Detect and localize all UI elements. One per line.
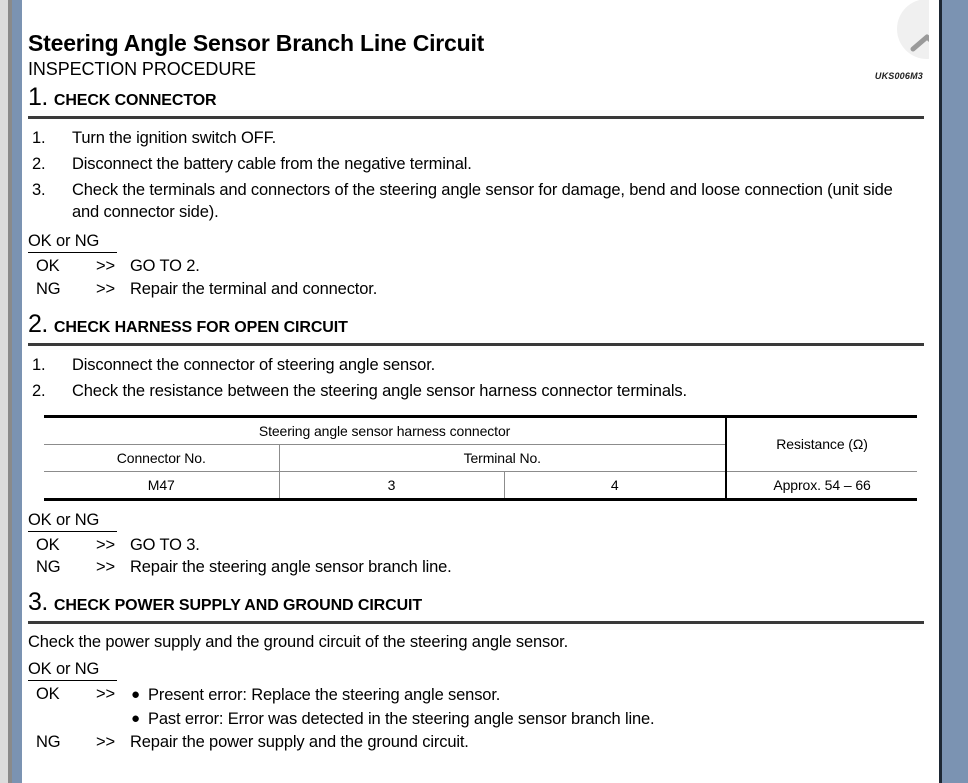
spec-terminal-header: Terminal No. <box>278 443 727 472</box>
step-heading-1: 1. CHECK CONNECTOR <box>28 82 923 111</box>
step-2-instruction-list: 1. Disconnect the connector of steering … <box>26 354 923 403</box>
judgement-bullet-list: ● Present error: Replace the steering an… <box>130 684 655 732</box>
table-row: Connector No. Terminal No. <box>44 443 917 472</box>
step-1-instruction-list: 1. Turn the ignition switch OFF. 2. Disc… <box>26 127 923 224</box>
step-title-2: CHECK HARNESS FOR OPEN CIRCUIT <box>53 318 348 336</box>
spec-connector-value: M47 <box>44 470 279 501</box>
table-row: OK >> GO TO 2. <box>36 256 377 279</box>
spec-terminal-b-value: 4 <box>503 470 727 501</box>
step-number-3: 3. <box>28 588 48 617</box>
judgement-arrow: >> <box>96 535 115 554</box>
judgement-label: OK <box>36 685 60 704</box>
step-title-3: CHECK POWER SUPPLY AND GROUND CIRCUIT <box>53 597 423 615</box>
table-row: OK >> ● Present error: Replace the steer… <box>36 684 655 732</box>
bullet-icon: ● <box>131 709 140 727</box>
document-code: UKS006M3 <box>874 71 923 81</box>
resistance-spec-table: Steering angle sensor harness connector … <box>44 414 918 501</box>
list-marker: 2. <box>32 381 46 400</box>
viewer-right-divider <box>939 0 942 783</box>
viewer-left-divider <box>8 0 12 783</box>
step-rule-1 <box>28 116 924 120</box>
judgement-heading: OK or NG <box>28 511 118 532</box>
spec-resistance-header: Resistance (Ω) <box>725 414 918 472</box>
bullet-icon: ● <box>131 686 140 704</box>
table-row: OK >> GO TO 3. <box>36 535 452 558</box>
step-number-2: 2. <box>28 309 48 338</box>
spec-resistance-value: Approx. 54 – 66 <box>725 470 918 501</box>
list-marker: 3. <box>32 180 46 199</box>
list-marker: 1. <box>32 356 46 375</box>
table-row: NG >> Repair the steering angle sensor b… <box>36 557 452 580</box>
judgement-text: GO TO 2. <box>130 257 200 276</box>
judgement-label: NG <box>36 733 61 752</box>
list-text: Turn the ignition switch OFF. <box>72 129 277 148</box>
step-1-judgement-table: OK >> GO TO 2. NG >> Repair the terminal… <box>36 256 377 302</box>
list-text: Disconnect the battery cable from the ne… <box>72 154 472 173</box>
judgement-arrow: >> <box>96 257 115 276</box>
list-text: Check the terminals and connectors of th… <box>72 180 893 222</box>
scroll-to-top-button[interactable] <box>897 0 929 59</box>
judgement-text: GO TO 3. <box>130 535 200 554</box>
page-title: Steering Angle Sensor Branch Line Circui… <box>28 30 485 56</box>
step-3-judgement-table: OK >> ● Present error: Replace the steer… <box>36 684 655 755</box>
step-heading-2: 2. CHECK HARNESS FOR OPEN CIRCUIT <box>28 309 923 338</box>
judgement-heading: OK or NG <box>28 660 118 682</box>
spec-terminal-a-value: 3 <box>278 470 504 501</box>
list-item: ● Past error: Error was detected in the … <box>130 708 655 731</box>
judgement-arrow: >> <box>96 685 115 704</box>
judgement-text: Repair the steering angle sensor branch … <box>130 558 452 577</box>
document-page: UKS006M3 Steering Angle Sensor Branch Li… <box>22 0 929 783</box>
step-heading-3: 3. CHECK POWER SUPPLY AND GROUND CIRCUIT <box>28 588 923 617</box>
chevron-up-icon <box>910 33 929 53</box>
judgement-label: OK <box>36 535 60 554</box>
judgement-label: OK <box>36 257 60 276</box>
viewer-left-gutter <box>0 0 8 783</box>
list-item: 1. Disconnect the connector of steering … <box>26 354 923 377</box>
step-1-judgement-block: OK or NG OK >> GO TO 2. NG >> Repair the… <box>26 228 923 302</box>
judgement-text: Repair the terminal and connector. <box>130 280 378 299</box>
step-rule-3 <box>28 621 924 625</box>
step-3-body: Check the power supply and the ground ci… <box>28 633 569 652</box>
table-row: M47 3 4 Approx. 54 – 66 <box>44 470 918 501</box>
table-row: NG >> Repair the terminal and connector. <box>36 279 377 302</box>
list-item: 2. Check the resistance between the stee… <box>26 380 923 403</box>
judgement-label: NG <box>36 280 61 299</box>
judgement-arrow: >> <box>96 558 115 577</box>
judgement-label: NG <box>36 558 61 577</box>
judgement-heading: OK or NG <box>28 232 118 254</box>
list-marker: 2. <box>32 154 46 173</box>
step-3-judgement-block: OK or NG OK >> ● Present error: Replace … <box>26 656 923 755</box>
table-row: Steering angle sensor harness connector … <box>44 414 918 472</box>
table-row: NG >> Repair the power supply and the gr… <box>36 732 654 755</box>
list-item: 2. Disconnect the battery cable from the… <box>26 153 923 176</box>
list-item: ● Present error: Replace the steering an… <box>130 684 654 707</box>
list-text: Check the resistance between the steerin… <box>72 381 687 400</box>
list-marker: 1. <box>32 129 46 148</box>
step-rule-2 <box>28 343 924 347</box>
viewer-left-border <box>12 0 22 783</box>
list-text: Disconnect the connector of steering ang… <box>72 356 436 375</box>
page-content: UKS006M3 Steering Angle Sensor Branch Li… <box>22 0 929 755</box>
list-item: 3. Check the terminals and connectors of… <box>26 179 923 225</box>
spec-connector-header: Connector No. <box>44 443 279 472</box>
viewer-right-border <box>942 0 968 783</box>
judgement-arrow: >> <box>96 733 115 752</box>
step-number-1: 1. <box>28 82 48 111</box>
list-text: Past error: Error was detected in the st… <box>148 709 655 728</box>
list-item: 1. Turn the ignition switch OFF. <box>26 127 923 150</box>
judgement-text: Repair the power supply and the ground c… <box>130 733 469 752</box>
subheading: INSPECTION PROCEDURE <box>28 59 257 80</box>
step-2-judgement-block: OK or NG OK >> GO TO 3. NG >> Repair the… <box>26 507 923 581</box>
spec-group-header: Steering angle sensor harness connector <box>44 414 727 445</box>
step-2-judgement-table: OK >> GO TO 3. NG >> Repair the steering… <box>36 535 452 581</box>
list-text: Present error: Replace the steering angl… <box>148 686 501 705</box>
ok-bullet-list: ● Present error: Replace the steering an… <box>130 684 655 731</box>
judgement-arrow: >> <box>96 280 115 299</box>
step-title-1: CHECK CONNECTOR <box>53 91 217 109</box>
